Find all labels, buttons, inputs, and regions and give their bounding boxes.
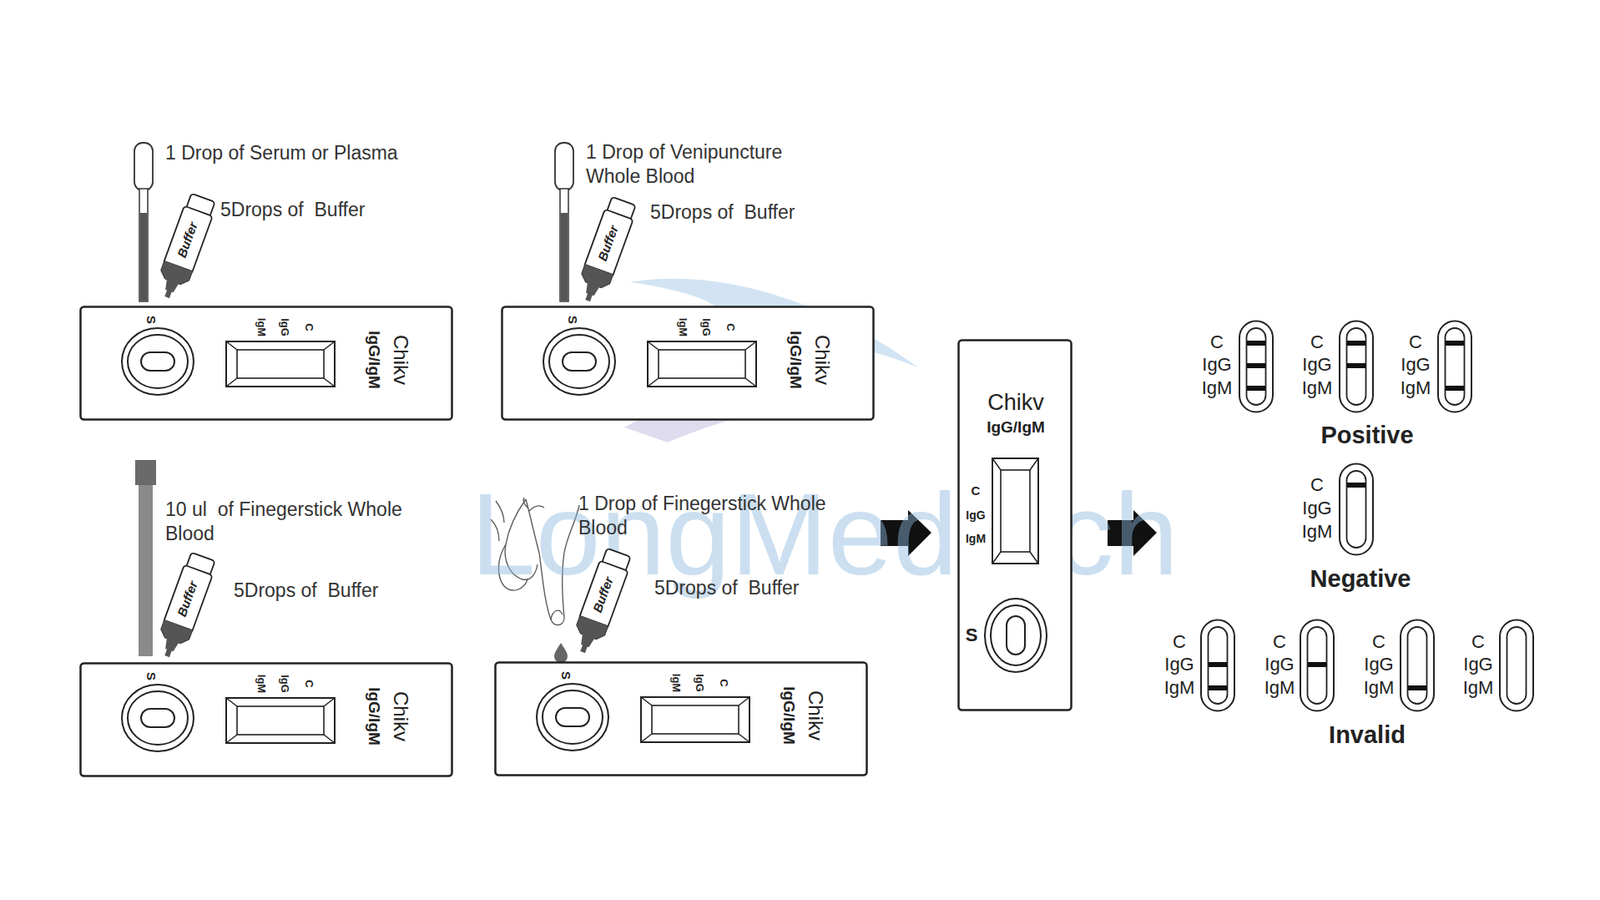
watermark: LongMedtech bbox=[470, 459, 1179, 609]
node-text: IgM bbox=[669, 673, 683, 692]
node-text: C bbox=[971, 483, 981, 500]
node-text: S bbox=[143, 671, 160, 681]
test-cassette: ChikvIgG/IgM C IgG IgM S bbox=[957, 338, 1073, 712]
node-text: IgM bbox=[965, 531, 986, 547]
test-band bbox=[1208, 340, 1464, 691]
node-text: Chikv bbox=[388, 691, 414, 742]
test-cassette: S IgM IgG C ChikvIgG/IgM bbox=[79, 661, 454, 778]
result-label: C bbox=[1272, 630, 1287, 654]
result-label: IgG bbox=[1201, 353, 1232, 377]
result-label: IgM bbox=[1302, 376, 1333, 400]
node-text: IgG bbox=[277, 674, 292, 693]
result-label: IgM bbox=[1264, 676, 1296, 700]
instruction-text: 5Drops of Buffer bbox=[220, 197, 365, 223]
node-text: IgG bbox=[277, 317, 292, 337]
instruction-text: 1 Drop of Serum or Plasma bbox=[165, 141, 399, 166]
result-label: C bbox=[1372, 630, 1386, 654]
result-label: C bbox=[1310, 473, 1324, 497]
instruction-text: 5Drops of Buffer bbox=[654, 575, 799, 601]
result-label: C bbox=[1471, 630, 1485, 654]
result-label: IgG bbox=[1164, 652, 1194, 677]
result-label: IgM bbox=[1363, 676, 1395, 700]
result-label: IgG bbox=[1302, 496, 1332, 520]
node-text: IgG bbox=[699, 317, 713, 337]
test-cassette: S IgM IgG C ChikvIgG/IgM bbox=[500, 305, 875, 421]
instruction-text: 5Drops of Buffer bbox=[233, 578, 379, 603]
node-text: IgG/IgM bbox=[785, 330, 806, 389]
node-text: IgM bbox=[254, 317, 268, 337]
node-text: IgG/IgM bbox=[363, 686, 384, 746]
node-text: C bbox=[302, 679, 316, 687]
result-label: Negative bbox=[1310, 563, 1412, 595]
result-label: C bbox=[1408, 330, 1423, 354]
instruction-text: 1 Drop of Venipuncture Whole Blood bbox=[585, 140, 828, 189]
node-text: Chikv bbox=[987, 388, 1045, 418]
pipette bbox=[555, 142, 574, 302]
result-label: IgG bbox=[1400, 353, 1430, 377]
node-text: IgM bbox=[676, 317, 690, 337]
instruction-text: 1 Drop of Finegerstick Whole Blood bbox=[578, 491, 829, 541]
node-text: C bbox=[302, 323, 316, 331]
result-label: IgM bbox=[1463, 676, 1495, 700]
result-label: IgG bbox=[1463, 652, 1493, 677]
result-label: C bbox=[1210, 330, 1224, 354]
node-text: Chikv bbox=[809, 334, 835, 385]
instruction-text: 10 ul of Finegerstick Whole Blood bbox=[165, 497, 416, 546]
result-label: IgG bbox=[1302, 353, 1332, 377]
result-strip bbox=[1201, 321, 1534, 712]
buffer-bottle: Buffer bbox=[151, 550, 219, 662]
test-cassette: S IgM IgG C ChikvIgG/IgM bbox=[79, 305, 454, 421]
result-label: IgM bbox=[1400, 376, 1432, 400]
node-text: C bbox=[716, 678, 731, 687]
result-label: C bbox=[1310, 330, 1324, 354]
node-text: IgG/IgM bbox=[986, 417, 1045, 438]
node-text: C bbox=[723, 323, 737, 331]
node-text: IgG/IgM bbox=[778, 686, 799, 745]
test-cassette: S IgM IgG C ChikvIgG/IgM bbox=[494, 661, 869, 777]
result-label: IgM bbox=[1302, 519, 1333, 544]
node-text: S bbox=[965, 623, 979, 647]
node-text: S bbox=[565, 315, 581, 324]
node-text: IgG/IgM bbox=[363, 330, 384, 389]
result-label: IgG bbox=[1264, 652, 1294, 677]
result-label: Positive bbox=[1320, 419, 1414, 451]
result-label: IgM bbox=[1164, 676, 1196, 700]
result-label: C bbox=[1172, 630, 1187, 654]
pipette bbox=[134, 142, 153, 302]
capillary-tube bbox=[135, 459, 157, 657]
result-label: IgM bbox=[1201, 376, 1233, 400]
node-text: S bbox=[558, 671, 575, 680]
instruction-text: 5Drops of Buffer bbox=[650, 200, 795, 225]
node-text: IgM bbox=[254, 674, 268, 693]
node-text: IgG bbox=[692, 673, 707, 692]
result-label: IgG bbox=[1363, 652, 1394, 677]
result-label: Invalid bbox=[1328, 719, 1406, 751]
node-text: Chikv bbox=[388, 334, 414, 385]
buffer-bottle: Buffer bbox=[151, 191, 219, 303]
node-text: Chikv bbox=[802, 690, 828, 741]
node-text: IgG bbox=[965, 508, 985, 524]
buffer-bottle: Buffer bbox=[571, 194, 640, 307]
node-text: S bbox=[143, 315, 160, 324]
